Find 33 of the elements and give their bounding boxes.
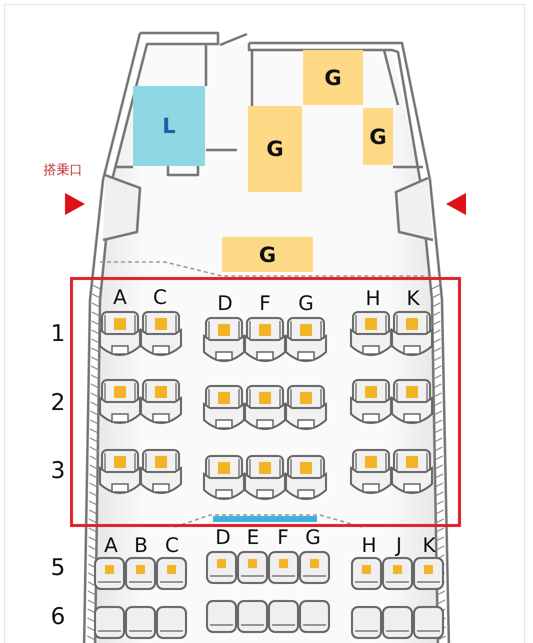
lavatory-box	[133, 86, 205, 166]
seat-column-letter: C	[153, 287, 167, 307]
seat-column-letter: H	[361, 535, 377, 555]
seat-column-letter: D	[217, 293, 233, 313]
door-label: 搭乗口	[44, 164, 82, 177]
seat-column-letter: E	[246, 527, 260, 547]
seat-column-letter: G	[298, 293, 314, 313]
seat-column-letter: A	[113, 287, 127, 307]
seat-column-letter: F	[259, 293, 271, 313]
galley-box	[303, 50, 363, 105]
seat-column-letter: C	[165, 535, 179, 555]
row-number: 5	[50, 557, 66, 580]
area-letter: L	[162, 114, 176, 138]
seat-column-letter: D	[215, 527, 231, 547]
seat-column-letter: H	[365, 288, 381, 308]
area-letter: G	[258, 242, 276, 266]
seat-column-letter: G	[305, 527, 321, 547]
galley-box	[248, 106, 302, 192]
galley-box	[363, 108, 393, 165]
seat-column-letter: F	[277, 527, 289, 547]
seat-column-letter: J	[396, 535, 402, 555]
row-number: 1	[50, 323, 66, 346]
seat-column-letter: B	[134, 535, 148, 555]
row-number: 3	[50, 460, 66, 483]
galley-box	[222, 237, 313, 272]
seat-column-letter: K	[406, 288, 420, 308]
row-number: 6	[50, 606, 66, 629]
seat-column-letter: K	[422, 535, 436, 555]
area-letter: G	[266, 137, 284, 161]
row-number: 2	[50, 392, 66, 415]
seat-column-letter: A	[104, 535, 118, 555]
area-letter: G	[369, 124, 387, 148]
area-letter: G	[324, 66, 342, 90]
